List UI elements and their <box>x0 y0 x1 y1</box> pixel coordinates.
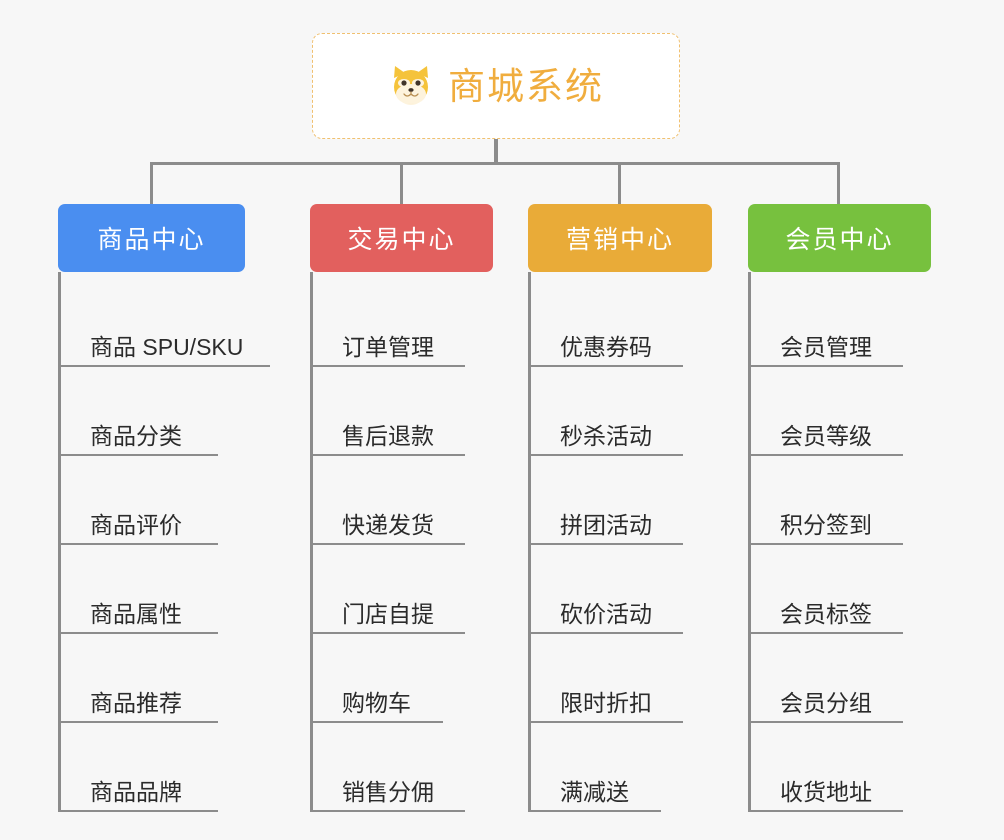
connector-spine-product-center <box>58 272 61 812</box>
leaf-item[interactable]: 秒杀活动 <box>528 367 683 456</box>
category-header-label: 商品中心 <box>97 226 206 254</box>
leaf-item[interactable]: 快递发货 <box>310 456 465 545</box>
leaf-item[interactable]: 订单管理 <box>310 278 465 367</box>
leaf-item-label: 限时折扣 <box>560 689 652 716</box>
leaf-item-label: 商品分类 <box>90 422 182 449</box>
leaf-item[interactable]: 商品 SPU/SKU <box>58 278 270 367</box>
leaf-item[interactable]: 销售分佣 <box>310 723 465 812</box>
leaf-list-marketing-center: 优惠券码秒杀活动拼团活动砍价活动限时折扣满减送 <box>514 272 712 812</box>
leaf-item-label: 满减送 <box>560 778 629 805</box>
leaf-item-label: 商品评价 <box>90 511 182 538</box>
category-column-marketing-center: 营销中心优惠券码秒杀活动拼团活动砍价活动限时折扣满减送 <box>514 204 712 812</box>
leaf-item[interactable]: 门店自提 <box>310 545 465 634</box>
leaf-item[interactable]: 商品推荐 <box>58 634 218 723</box>
leaf-item-label: 商品品牌 <box>90 778 182 805</box>
leaf-item-label: 商品推荐 <box>90 689 182 716</box>
category-header-label: 营销中心 <box>565 226 674 254</box>
leaf-item-label: 商品 SPU/SKU <box>90 333 244 360</box>
category-header-member-center[interactable]: 会员中心 <box>748 204 931 272</box>
leaf-list-product-center: 商品 SPU/SKU 商品分类商品评价商品属性商品推荐商品品牌 <box>44 272 270 812</box>
connector-drop-member-center <box>837 162 840 206</box>
connector-spine-member-center <box>748 272 751 812</box>
leaf-item[interactable]: 优惠券码 <box>528 278 683 367</box>
connector-drop-product-center <box>150 162 153 206</box>
leaf-item-label: 砍价活动 <box>560 600 652 627</box>
category-header-marketing-center[interactable]: 营销中心 <box>528 204 712 272</box>
connector-horizontal-bus <box>150 162 840 165</box>
leaf-item-label: 拼团活动 <box>560 511 652 538</box>
leaf-item[interactable]: 购物车 <box>310 634 443 723</box>
leaf-item-label: 会员等级 <box>780 422 872 449</box>
leaf-item-label: 销售分佣 <box>342 778 434 805</box>
leaf-item[interactable]: 拼团活动 <box>528 456 683 545</box>
leaf-item[interactable]: 商品品牌 <box>58 723 218 812</box>
leaf-item[interactable]: 会员标签 <box>748 545 903 634</box>
shiba-dog-icon <box>388 63 434 109</box>
root-title: 商城系统 <box>448 65 604 107</box>
connector-spine-marketing-center <box>528 272 531 812</box>
category-column-product-center: 商品中心商品 SPU/SKU 商品分类商品评价商品属性商品推荐商品品牌 <box>44 204 270 812</box>
leaf-item[interactable]: 商品分类 <box>58 367 218 456</box>
category-column-trade-center: 交易中心订单管理售后退款快递发货门店自提购物车销售分佣 <box>296 204 493 812</box>
root-node-shop-system[interactable]: 商城系统 <box>312 33 680 139</box>
category-header-trade-center[interactable]: 交易中心 <box>310 204 493 272</box>
leaf-item-label: 订单管理 <box>342 333 434 360</box>
leaf-list-trade-center: 订单管理售后退款快递发货门店自提购物车销售分佣 <box>296 272 493 812</box>
leaf-item[interactable]: 收货地址 <box>748 723 903 812</box>
leaf-item[interactable]: 会员分组 <box>748 634 903 723</box>
leaf-item[interactable]: 会员等级 <box>748 367 903 456</box>
leaf-item[interactable]: 积分签到 <box>748 456 903 545</box>
connector-drop-trade-center <box>400 162 403 206</box>
category-header-label: 会员中心 <box>785 226 894 254</box>
leaf-item-label: 商品属性 <box>90 600 182 627</box>
leaf-item-label: 会员分组 <box>780 689 872 716</box>
leaf-item[interactable]: 限时折扣 <box>528 634 683 723</box>
leaf-item-label: 秒杀活动 <box>560 422 652 449</box>
leaf-item-label: 门店自提 <box>342 600 434 627</box>
connector-root-stem <box>494 139 498 164</box>
leaf-item[interactable]: 砍价活动 <box>528 545 683 634</box>
leaf-item-label: 积分签到 <box>780 511 872 538</box>
leaf-item[interactable]: 会员管理 <box>748 278 903 367</box>
leaf-item-label: 购物车 <box>342 689 411 716</box>
leaf-list-member-center: 会员管理会员等级积分签到会员标签会员分组收货地址 <box>734 272 931 812</box>
leaf-item-label: 收货地址 <box>780 778 872 805</box>
leaf-item[interactable]: 商品评价 <box>58 456 218 545</box>
leaf-item[interactable]: 售后退款 <box>310 367 465 456</box>
leaf-item-label: 售后退款 <box>342 422 434 449</box>
leaf-item-label: 快递发货 <box>342 511 434 538</box>
leaf-item[interactable]: 商品属性 <box>58 545 218 634</box>
category-header-product-center[interactable]: 商品中心 <box>58 204 245 272</box>
leaf-item-label: 会员标签 <box>780 600 872 627</box>
category-header-label: 交易中心 <box>347 226 456 254</box>
category-column-member-center: 会员中心会员管理会员等级积分签到会员标签会员分组收货地址 <box>734 204 931 812</box>
leaf-item[interactable]: 满减送 <box>528 723 661 812</box>
leaf-item-label: 优惠券码 <box>560 333 652 360</box>
leaf-item-label: 会员管理 <box>780 333 872 360</box>
connector-spine-trade-center <box>310 272 313 812</box>
connector-drop-marketing-center <box>618 162 621 206</box>
